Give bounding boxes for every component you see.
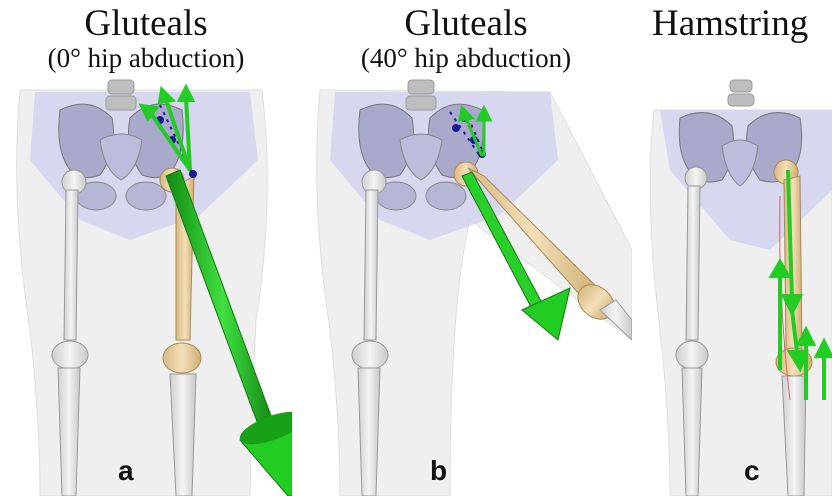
- panel-a-title: Gluteals: [0, 4, 292, 44]
- panel-b-letter: b: [430, 455, 447, 487]
- patella-icon: [676, 341, 708, 369]
- femur-bone-icon: [364, 190, 378, 340]
- panel-c-hamstring: Hamstring c: [640, 0, 832, 496]
- panel-a-subtitle: (0° hip abduction): [0, 44, 292, 72]
- femur-bone-icon: [64, 190, 78, 340]
- patella-icon: [352, 341, 388, 369]
- femur-bone-icon: [686, 186, 700, 340]
- panel-a-gluteals-0deg: Gluteals (0° hip abduction) a: [0, 0, 292, 496]
- patella-icon: [52, 341, 88, 369]
- tibia-bone-icon: [58, 368, 80, 496]
- panel-c-letter: c: [744, 455, 760, 487]
- panel-a-letter: a: [118, 455, 134, 487]
- panel-b-subtitle: (40° hip abduction): [300, 44, 632, 72]
- panel-c-illustration: [640, 0, 832, 496]
- panel-b-illustration: [300, 0, 632, 496]
- panel-b-title: Gluteals: [300, 4, 632, 44]
- panel-a-illustration: [0, 0, 292, 496]
- patella-icon: [163, 343, 201, 373]
- panel-b-gluteals-40deg: Gluteals (40° hip abduction) b: [300, 0, 632, 496]
- tibia-bone-icon: [682, 368, 702, 496]
- tibia-bone-icon: [358, 368, 380, 496]
- spine: [728, 80, 754, 106]
- panel-c-title: Hamstring: [652, 4, 832, 44]
